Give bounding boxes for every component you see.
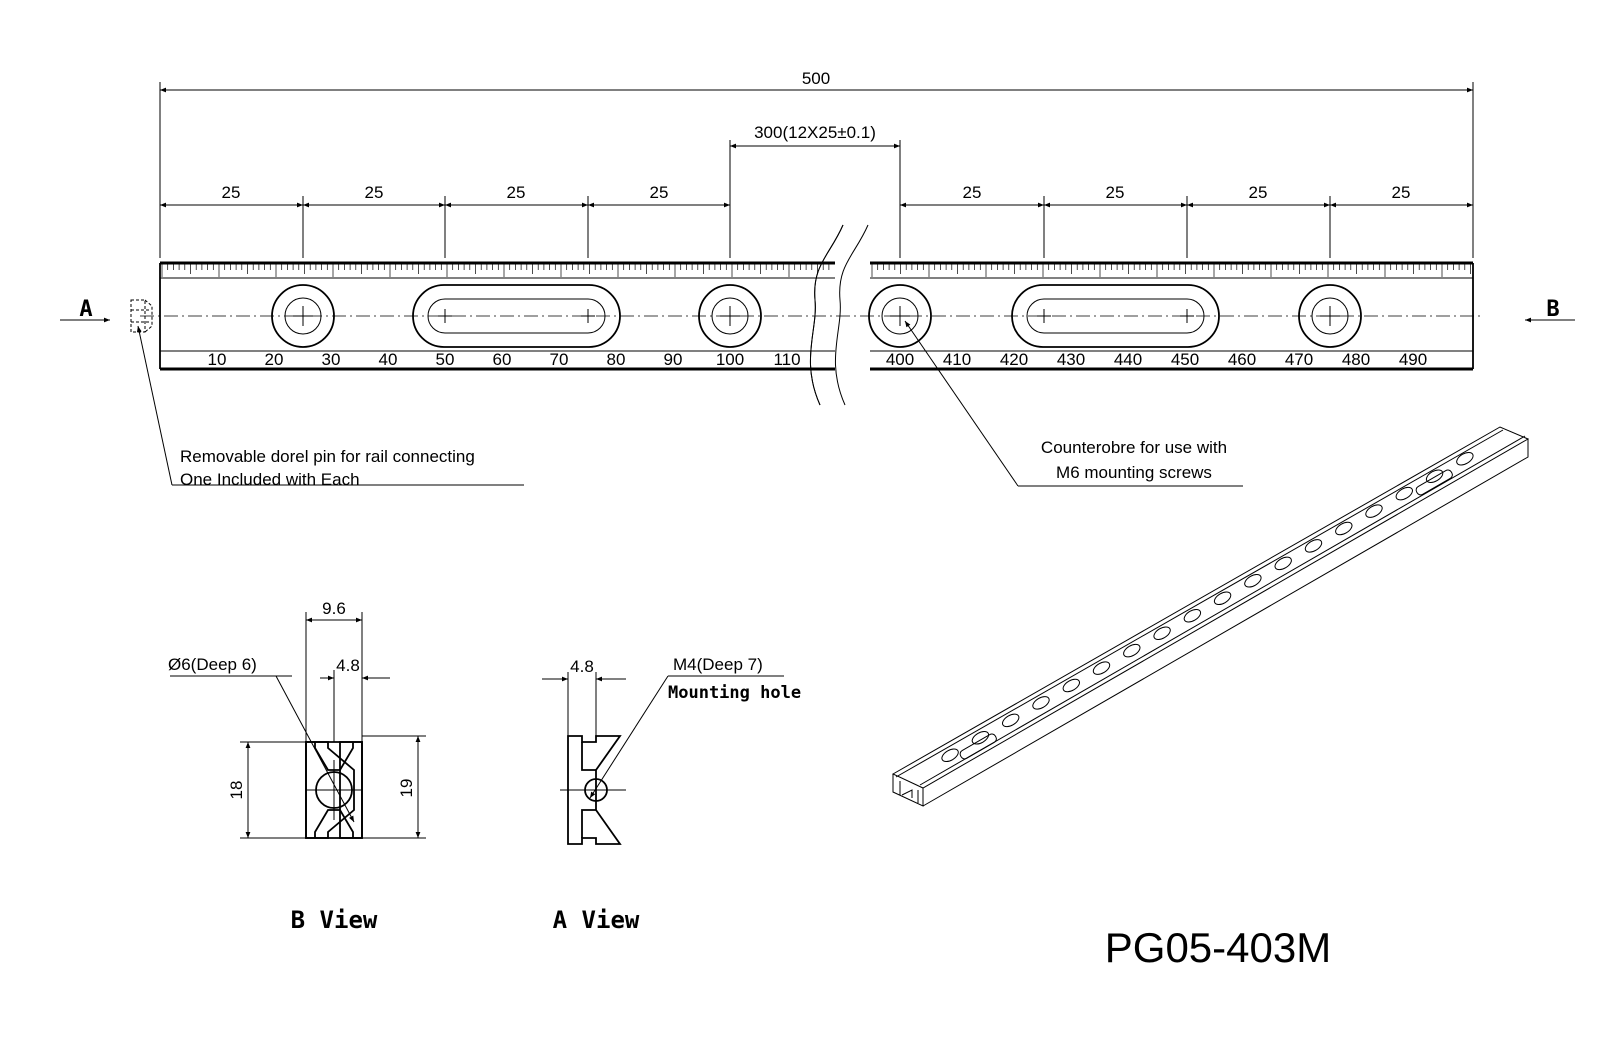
- segment-label: 25: [365, 183, 384, 202]
- scale-label: 70: [550, 350, 569, 369]
- isometric-hole: [1456, 451, 1474, 466]
- scale-label: 410: [943, 350, 971, 369]
- view-arrow-b-label: B: [1546, 297, 1559, 322]
- scale-label: 20: [265, 350, 284, 369]
- scale-label: 100: [716, 350, 744, 369]
- b-view-height-left: 18: [227, 781, 246, 800]
- isometric-hole: [1335, 521, 1353, 536]
- view-arrow-b: B: [1525, 297, 1575, 323]
- segment-label: 25: [1249, 183, 1268, 202]
- ruler-ticks: [161, 264, 1471, 277]
- rail-top-view: 10 20 30 40 50 60 70 80 90 100 110 400 4…: [130, 224, 1480, 406]
- b-view: 9.6 4.8 Ø6(Deep 6) 18 19 B View: [168, 599, 426, 934]
- scale-label: 460: [1228, 350, 1256, 369]
- scale-label: 440: [1114, 350, 1142, 369]
- break-line: [834, 224, 869, 406]
- view-arrow-a: A: [60, 297, 110, 323]
- scale-label: 430: [1057, 350, 1085, 369]
- view-arrow-a-label: A: [79, 297, 92, 322]
- scale-label: 40: [379, 350, 398, 369]
- isometric-hole: [1123, 643, 1141, 658]
- a-view: 4.8 M4(Deep 7) Mounting hole A View: [542, 655, 801, 934]
- a-view-label: A View: [553, 906, 640, 934]
- scale-label: 400: [886, 350, 914, 369]
- segment-label: 25: [963, 183, 982, 202]
- segment-label: 25: [507, 183, 526, 202]
- isometric-holes: [941, 451, 1474, 763]
- segment-label: 25: [222, 183, 241, 202]
- b-view-label: B View: [291, 906, 378, 934]
- scale-label: 80: [607, 350, 626, 369]
- b-view-half-width: 4.8: [336, 656, 360, 675]
- counterbore-note: Counterobre for use with M6 mounting scr…: [904, 320, 1243, 487]
- break-line: [809, 224, 844, 406]
- overall-length-label: 500: [802, 69, 830, 88]
- dowel-note-line2: One Included with Each: [180, 470, 360, 489]
- counterbore-hole: [698, 284, 762, 348]
- isometric-hole: [941, 748, 959, 763]
- scale-label: 490: [1399, 350, 1427, 369]
- dowel-note: Removable dorel pin for rail connecting …: [136, 325, 524, 489]
- part-number: PG05-403M: [1105, 924, 1331, 971]
- counterbore-note-line1: Counterobre for use with: [1041, 438, 1227, 457]
- isometric-hole: [1062, 678, 1080, 693]
- a-view-hole-label: M4(Deep 7): [673, 655, 763, 674]
- segment-label: 25: [1106, 183, 1125, 202]
- isometric-hole: [971, 731, 990, 745]
- a-view-hole-label-2: Mounting hole: [668, 683, 801, 703]
- b-view-hole-label: Ø6(Deep 6): [168, 655, 257, 674]
- dowel-note-line1: Removable dorel pin for rail connecting: [180, 447, 475, 466]
- isometric-hole: [1153, 626, 1171, 640]
- b-view-height-right: 19: [397, 779, 416, 798]
- scale-label: 470: [1285, 350, 1313, 369]
- isometric-rail: [891, 426, 1530, 807]
- scale-label: 110: [773, 350, 800, 369]
- isometric-hole: [1183, 608, 1202, 623]
- scale-label: 60: [493, 350, 512, 369]
- segment-label: 25: [650, 183, 669, 202]
- isometric-hole: [1002, 713, 1020, 728]
- isometric-hole: [1274, 556, 1292, 571]
- counterbore-note-line2: M6 mounting screws: [1056, 463, 1212, 482]
- isometric-hole: [1365, 504, 1383, 518]
- counterbore-hole: [1298, 284, 1362, 348]
- isometric-hole: [1213, 591, 1232, 606]
- a-view-half-width: 4.8: [570, 657, 594, 676]
- isometric-hole: [1244, 574, 1262, 588]
- counterbore-hole: [271, 284, 335, 348]
- segment-dimension-lines: [160, 196, 1473, 258]
- scale-label: 420: [1000, 350, 1028, 369]
- top-dimensions: 500 300(12X25±0.1) 25 25 25 25 25 25 25: [159, 69, 1474, 258]
- isometric-hole: [1304, 539, 1323, 553]
- scale-label: 10: [208, 350, 227, 369]
- scale-label: 450: [1171, 350, 1199, 369]
- isometric-hole: [1395, 486, 1413, 501]
- pitch-span-label: 300(12X25±0.1): [754, 123, 876, 142]
- scale-label: 480: [1342, 350, 1370, 369]
- b-view-width: 9.6: [322, 599, 346, 618]
- isometric-hole: [1425, 469, 1444, 483]
- isometric-hole: [1092, 661, 1111, 675]
- isometric-hole: [1032, 696, 1050, 710]
- mounting-slot: [412, 284, 621, 348]
- scale-label: 50: [436, 350, 455, 369]
- scale-label: 90: [664, 350, 683, 369]
- mounting-slot: [1011, 284, 1220, 348]
- segment-label: 25: [1392, 183, 1411, 202]
- scale-label: 30: [322, 350, 341, 369]
- counterbore-hole: [868, 284, 932, 348]
